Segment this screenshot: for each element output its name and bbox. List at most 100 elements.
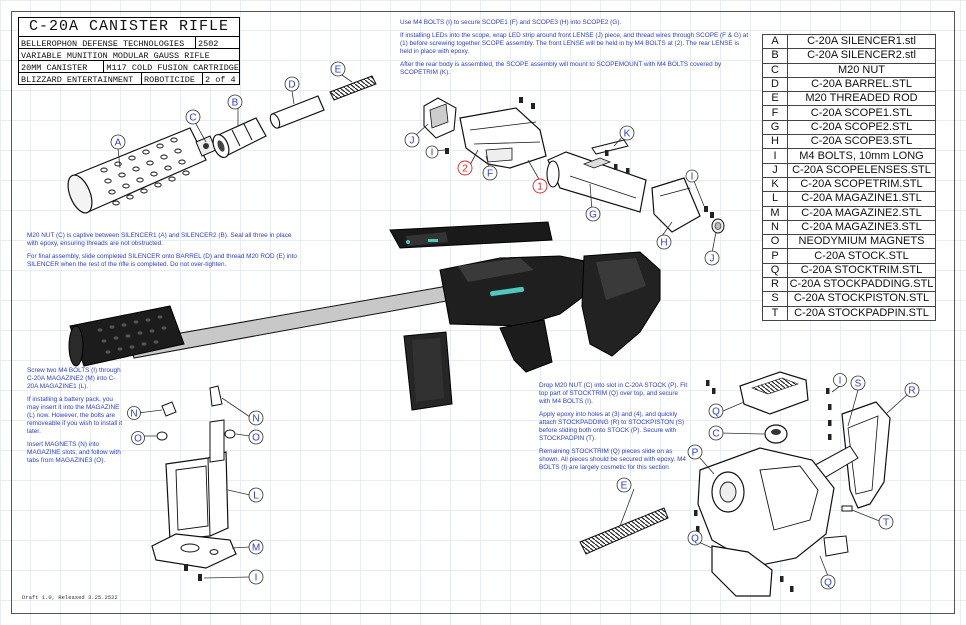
callout-n-right: N	[248, 410, 264, 426]
part-name: C-20A SILENCER2.stl	[787, 48, 936, 64]
part-name: C-20A STOCKPISTON.STL	[787, 291, 936, 307]
threaded-rod-part	[329, 75, 377, 101]
part-letter: B	[762, 48, 788, 64]
callout-e-silencer: E	[330, 61, 346, 77]
svg-text:H: H	[660, 238, 667, 249]
svg-text:1: 1	[537, 182, 543, 193]
scope-lens-j-top	[423, 97, 457, 139]
svg-text:I: I	[691, 172, 694, 183]
stock-note-2: Apply epoxy into holes at (3) and (4), a…	[539, 411, 685, 442]
magazine-note-3: Insert MAGNETS (N) into MAGAZINE slots, …	[27, 441, 121, 464]
svg-text:E: E	[335, 65, 342, 76]
svg-text:N: N	[252, 414, 259, 425]
callout-f: F	[482, 165, 498, 181]
callout-g: G	[585, 206, 601, 222]
stockpadding-part	[841, 401, 891, 509]
svg-text:P: P	[692, 448, 699, 459]
title-block-row-description: VARIABLE MUNITION MODULAR GAUSS RIFLE	[18, 49, 240, 61]
part-name: C-20A BARREL.STL	[787, 76, 936, 93]
stock-note-3: Remaining STOCKTRIM (Q) pieces slide on …	[539, 448, 686, 471]
svg-text:O: O	[252, 433, 260, 444]
svg-text:J: J	[410, 136, 415, 147]
part-letter: T	[762, 305, 788, 321]
svg-text:Q: Q	[691, 534, 699, 545]
release-note: Draft 1.0, Released 3.25.2522	[22, 594, 118, 601]
part-letter: F	[762, 105, 788, 121]
title-block-row-ammo: 20MM CANISTER M117 COLD FUSION CARTRIDGE	[18, 61, 240, 73]
year-value: 2502	[198, 39, 219, 49]
callout-c-silencer: C	[185, 109, 201, 125]
ammo-type-value: 20MM CANISTER	[21, 63, 88, 73]
silencer1-part	[67, 127, 207, 214]
svg-text:O: O	[134, 434, 142, 445]
callout-j-scope-rear: J	[704, 250, 720, 266]
part-name: M20 NUT	[787, 62, 936, 78]
part-name: C-20A MAGAZINE2.STL	[787, 205, 936, 221]
callout-t: T	[878, 514, 894, 530]
part-letter: K	[762, 176, 788, 193]
part-name: C-20A STOCKPADPIN.STL	[787, 305, 936, 321]
callout-q-top: Q	[708, 403, 724, 419]
svg-text:C: C	[189, 113, 196, 124]
callout-j-scope-front: J	[404, 132, 420, 148]
part-letter: C	[762, 62, 788, 78]
part-name: C-20A STOCKPADDING.STL	[787, 277, 936, 293]
stocktrim-bottom	[711, 535, 849, 597]
scope-note-3: After the rear body is assembled, the SC…	[400, 61, 722, 76]
part-name: C-20A MAGAZINE3.STL	[787, 219, 936, 236]
magazine-note-1: Screw two M4 BOLTS (I) through C-20A MAG…	[27, 367, 121, 390]
svg-text:A: A	[115, 138, 122, 149]
svg-text:M: M	[252, 543, 260, 554]
part-name: M20 THREADED ROD	[787, 91, 936, 107]
callout-i-scope-right: I	[685, 169, 699, 183]
scope-instructions: Use M4 BOLTS (I) to secure SCOPE1 (F) an…	[400, 19, 750, 82]
callout-1-led: 1	[532, 178, 548, 194]
part-name: NEODYMIUM MAGNETS	[787, 234, 936, 250]
title-block-row-publisher: BLIZZARD ENTERTAINMENT ROBOTICIDE 2 of 4	[18, 73, 240, 85]
callout-a: A	[110, 134, 126, 150]
stock-part	[697, 447, 835, 567]
svg-text:F: F	[487, 169, 493, 180]
scope-note-2: If installing LEDs into the scope, wrap …	[400, 32, 749, 55]
svg-text:2: 2	[462, 164, 468, 175]
svg-text:T: T	[883, 518, 889, 529]
svg-text:I: I	[839, 376, 842, 387]
svg-text:N: N	[130, 409, 137, 420]
silencer-note-2: For final assembly, slide completed SILE…	[27, 253, 297, 268]
m4-bolts-magazine	[184, 564, 202, 581]
part-letter: I	[762, 148, 788, 164]
callout-r: R	[904, 382, 920, 398]
callout-n-left: N	[127, 406, 141, 420]
callout-l: L	[248, 487, 264, 503]
magazine-note-2: If installing a battery pack, you may in…	[27, 396, 123, 435]
svg-text:Q: Q	[824, 578, 832, 589]
part-letter: M	[762, 205, 788, 221]
silencer2-part	[212, 117, 267, 159]
m4-bolts-scope	[445, 97, 714, 218]
svg-text:G: G	[589, 210, 597, 221]
svg-text:K: K	[624, 129, 631, 140]
magazine1-part	[165, 419, 229, 541]
model-by-value: ROBOTICIDE	[144, 75, 196, 85]
drawing-title: C-20A CANISTER RIFLE	[18, 17, 240, 37]
part-letter: D	[762, 76, 788, 93]
